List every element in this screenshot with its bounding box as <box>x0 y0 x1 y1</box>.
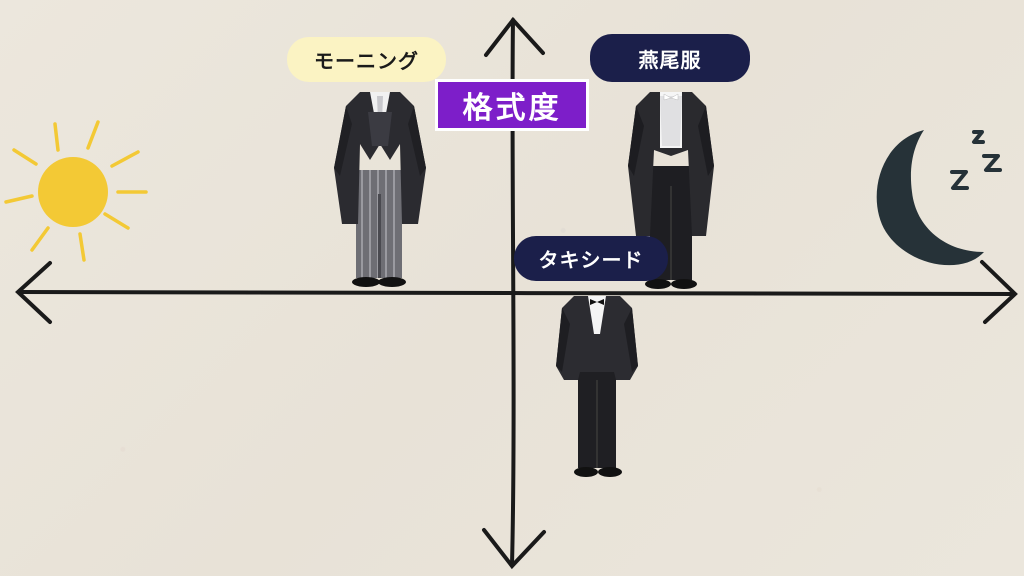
tuxedo-icon <box>556 296 638 477</box>
morning-coat-icon <box>334 92 426 287</box>
bottom-arrowhead <box>482 528 546 570</box>
moon-sleep-icon <box>876 130 1002 266</box>
tailcoat-label: 燕尾服 <box>590 34 750 82</box>
tuxedo-label: タキシード <box>514 236 668 281</box>
sun-icon <box>4 120 148 262</box>
right-arrowhead <box>980 260 1018 324</box>
top-arrowhead <box>484 16 545 57</box>
morning-coat-label: モーニング <box>287 37 446 82</box>
horizontal-axis <box>18 289 1016 297</box>
left-arrowhead <box>15 261 52 324</box>
sleep-letters-icon <box>950 130 1002 190</box>
formality-axis-label: 格式度 <box>435 79 589 131</box>
tailcoat-icon <box>628 92 714 289</box>
